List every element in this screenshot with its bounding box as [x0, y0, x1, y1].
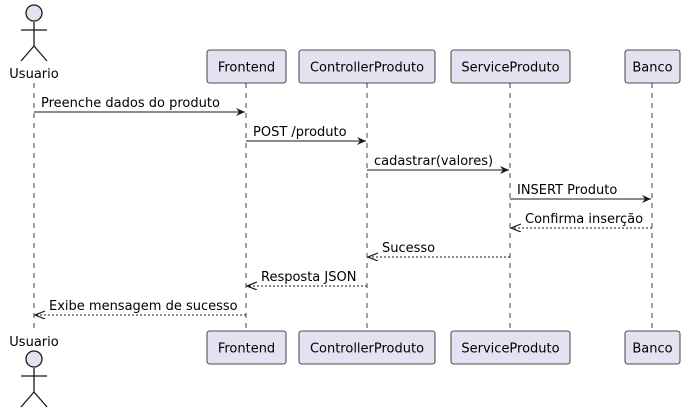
message-1: Preenche dados do produto [34, 96, 245, 116]
message-label: Resposta JSON [261, 270, 356, 285]
actor-leg-left [20, 45, 35, 62]
actor-head-icon [25, 350, 43, 368]
message-label: Sucesso [382, 241, 435, 256]
participant-box [206, 49, 287, 84]
participant-label: ServiceProduto [461, 61, 559, 76]
participant-banco-bottom: Banco [624, 330, 681, 365]
participant-label: Banco [632, 342, 672, 357]
message-4: INSERT Produto [510, 183, 651, 203]
participant-box [298, 49, 436, 84]
actor-label: Usuario [9, 335, 58, 350]
participant-controller-top: ControllerProduto [298, 49, 436, 84]
participant-label: ControllerProduto [310, 61, 424, 76]
actor-usuario-top: Usuario [9, 4, 59, 82]
participant-box [206, 330, 287, 365]
message-3: cadastrar(valores) [367, 154, 509, 174]
actor-head-icon [25, 4, 43, 22]
message-label: Confirma inserção [525, 212, 643, 227]
participant-label: Banco [632, 61, 672, 76]
message-7: Resposta JSON [247, 270, 367, 286]
message-label: Exibe mensagem de sucesso [49, 299, 238, 314]
message-2: POST /produto [246, 125, 366, 145]
participant-box [624, 330, 681, 365]
message-6: Sucesso [368, 241, 510, 257]
participant-banco-top: Banco [624, 49, 681, 84]
participant-service-bottom: ServiceProduto [450, 330, 571, 365]
participant-label: ControllerProduto [310, 342, 424, 357]
participant-label: Frontend [218, 61, 275, 76]
participant-frontend-top: Frontend [206, 49, 287, 84]
participant-box [624, 49, 681, 84]
participant-label: Frontend [218, 342, 275, 357]
participant-box [298, 330, 436, 365]
actor-leg-right [33, 45, 48, 62]
actor-leg-left [20, 391, 35, 408]
participant-box [450, 330, 571, 365]
message-8: Exibe mensagem de sucesso [35, 299, 246, 315]
message-label: Preenche dados do produto [41, 96, 220, 111]
message-5: Confirma inserção [511, 212, 652, 228]
message-label: cadastrar(valores) [374, 154, 493, 169]
participant-frontend-bottom: Frontend [206, 330, 287, 365]
actor-label: Usuario [9, 67, 58, 82]
message-label: POST /produto [253, 125, 347, 140]
actor-usuario-bottom: Usuario [9, 335, 59, 408]
participant-box [450, 49, 571, 84]
participant-service-top: ServiceProduto [450, 49, 571, 84]
actor-leg-right [33, 391, 48, 408]
participant-controller-bottom: ControllerProduto [298, 330, 436, 365]
message-label: INSERT Produto [517, 183, 617, 198]
participant-label: ServiceProduto [461, 342, 559, 357]
